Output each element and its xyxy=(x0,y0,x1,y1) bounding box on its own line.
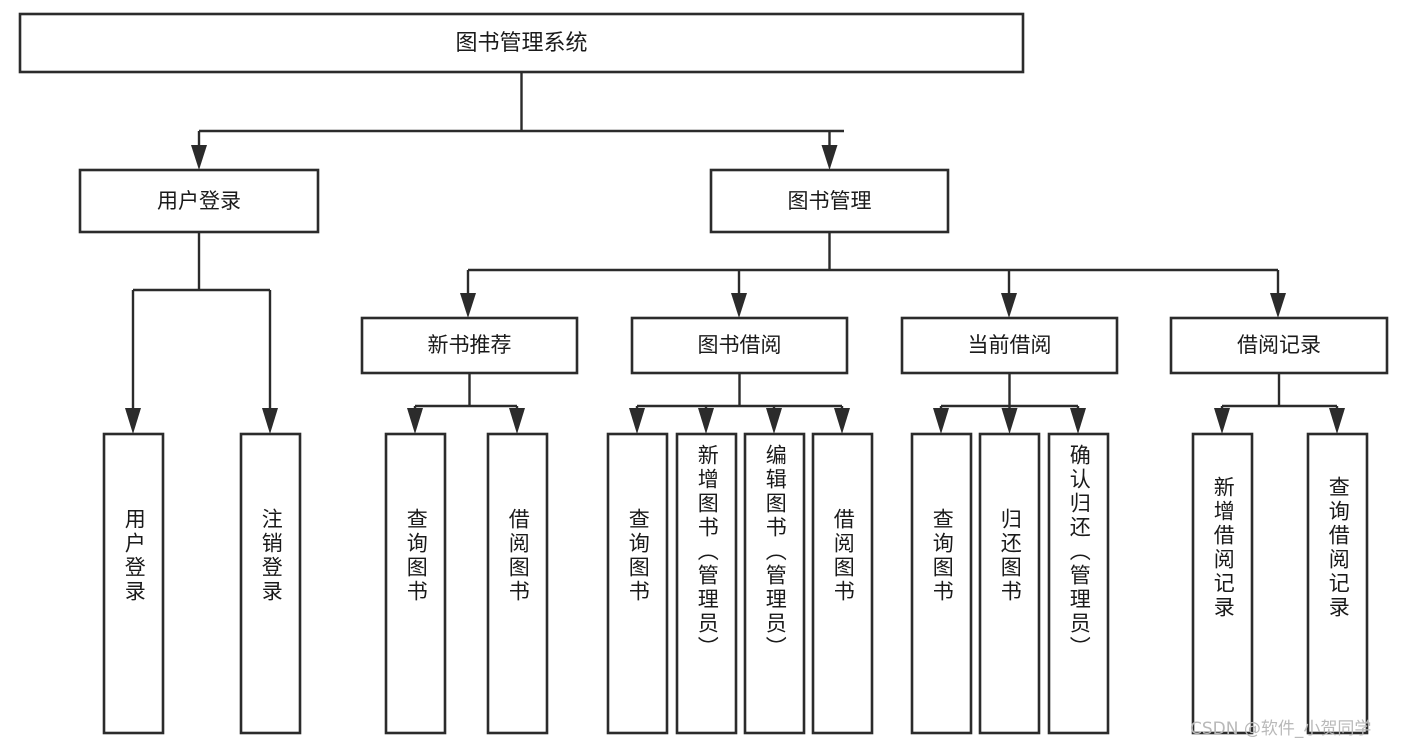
leaf-group-new-book xyxy=(384,432,549,735)
node-borrow-record-box[interactable] xyxy=(1169,316,1389,375)
arrow-head-leaf-current-borrow-2 xyxy=(1070,408,1086,434)
node-book-borrow[interactable]: 图书借阅 xyxy=(630,316,849,375)
arrow-head-leaf-book-borrow-3 xyxy=(834,408,850,434)
node-borrow-record-label: 借阅记录 xyxy=(1237,333,1321,357)
connector-group-new-book xyxy=(407,373,525,434)
node-book-borrow-box[interactable] xyxy=(630,316,849,375)
arrow-head-level3-3 xyxy=(1270,293,1286,318)
arrow-head-level3-1 xyxy=(731,293,747,318)
arrow-head-leaf-book-borrow-2 xyxy=(766,408,782,434)
arrow-head-leaf-current-borrow-1 xyxy=(1001,408,1018,434)
leaf-box-new-book-0[interactable] xyxy=(384,432,447,735)
node-new-book[interactable]: 新书推荐 xyxy=(360,316,579,375)
node-root-label: 图书管理系统 xyxy=(455,31,587,56)
node-root-box[interactable] xyxy=(18,12,1025,74)
connector-group-user-login xyxy=(125,232,278,434)
leaf-group-borrow-record xyxy=(1191,432,1369,735)
leaf-box-book-borrow-2[interactable] xyxy=(743,432,806,735)
node-new-book-label: 新书推荐 xyxy=(428,333,512,357)
arrow-head-leaf-current-borrow-0 xyxy=(933,408,949,434)
connector-group-book-mgmt xyxy=(460,232,1286,318)
arrow-head-leaf-new-book-1 xyxy=(509,408,525,434)
leaf-group-current-borrow xyxy=(910,432,1110,735)
node-user-login-box[interactable] xyxy=(78,168,320,234)
leaf-box-current-borrow-0[interactable] xyxy=(910,432,973,735)
node-current-borrow[interactable]: 当前借阅 xyxy=(900,316,1119,375)
leaf-box-user-login-0[interactable] xyxy=(102,432,165,735)
arrow-head-user-login xyxy=(191,145,207,170)
leaf-box-current-borrow-1[interactable] xyxy=(978,432,1041,735)
connector-group-book-borrow xyxy=(629,373,850,434)
node-user-login[interactable]: 用户登录 xyxy=(78,168,320,234)
node-book-borrow-label: 图书借阅 xyxy=(698,333,782,357)
arrow-head-leaf-borrow-record-1 xyxy=(1329,408,1345,434)
node-current-borrow-box[interactable] xyxy=(900,316,1119,375)
leaf-box-borrow-record-1[interactable] xyxy=(1306,432,1369,735)
leaf-box-user-login-1[interactable] xyxy=(239,432,302,735)
leaf-box-book-borrow-1[interactable] xyxy=(675,432,738,735)
arrow-head-leaf-book-borrow-1 xyxy=(698,408,714,434)
arrow-head-level3-2 xyxy=(1001,293,1017,318)
node-current-borrow-label: 当前借阅 xyxy=(968,333,1052,357)
leaf-box-borrow-record-0[interactable] xyxy=(1191,432,1254,735)
leaf-group-user-login xyxy=(102,432,302,735)
node-user-login-label: 用户登录 xyxy=(157,189,241,213)
connector-group-current-borrow xyxy=(933,373,1086,434)
node-book-mgmt-box[interactable] xyxy=(709,168,950,234)
leaf-box-current-borrow-2[interactable] xyxy=(1047,432,1110,735)
leaf-box-book-borrow-3[interactable] xyxy=(811,432,874,735)
connector-group-root xyxy=(191,72,844,170)
node-book-mgmt[interactable]: 图书管理 xyxy=(709,168,950,234)
connector-group-borrow-record xyxy=(1214,373,1345,434)
arrow-head-leaf-user-login-0 xyxy=(125,408,141,434)
leaf-box-new-book-1[interactable] xyxy=(486,432,549,735)
node-book-mgmt-label: 图书管理 xyxy=(788,189,872,213)
arrow-head-leaf-borrow-record-0 xyxy=(1214,408,1230,434)
leaf-box-book-borrow-0[interactable] xyxy=(606,432,669,735)
node-new-book-box[interactable] xyxy=(360,316,579,375)
node-borrow-record[interactable]: 借阅记录 xyxy=(1169,316,1389,375)
arrow-head-leaf-book-borrow-0 xyxy=(629,408,645,434)
arrow-head-level3-0 xyxy=(460,293,476,318)
arrow-head-book-mgmt xyxy=(821,145,838,170)
arrow-head-leaf-new-book-0 xyxy=(407,408,423,434)
arrow-head-leaf-user-login-1 xyxy=(262,408,278,434)
node-root[interactable]: 图书管理系统 xyxy=(18,12,1025,74)
leaf-group-book-borrow xyxy=(606,432,874,735)
